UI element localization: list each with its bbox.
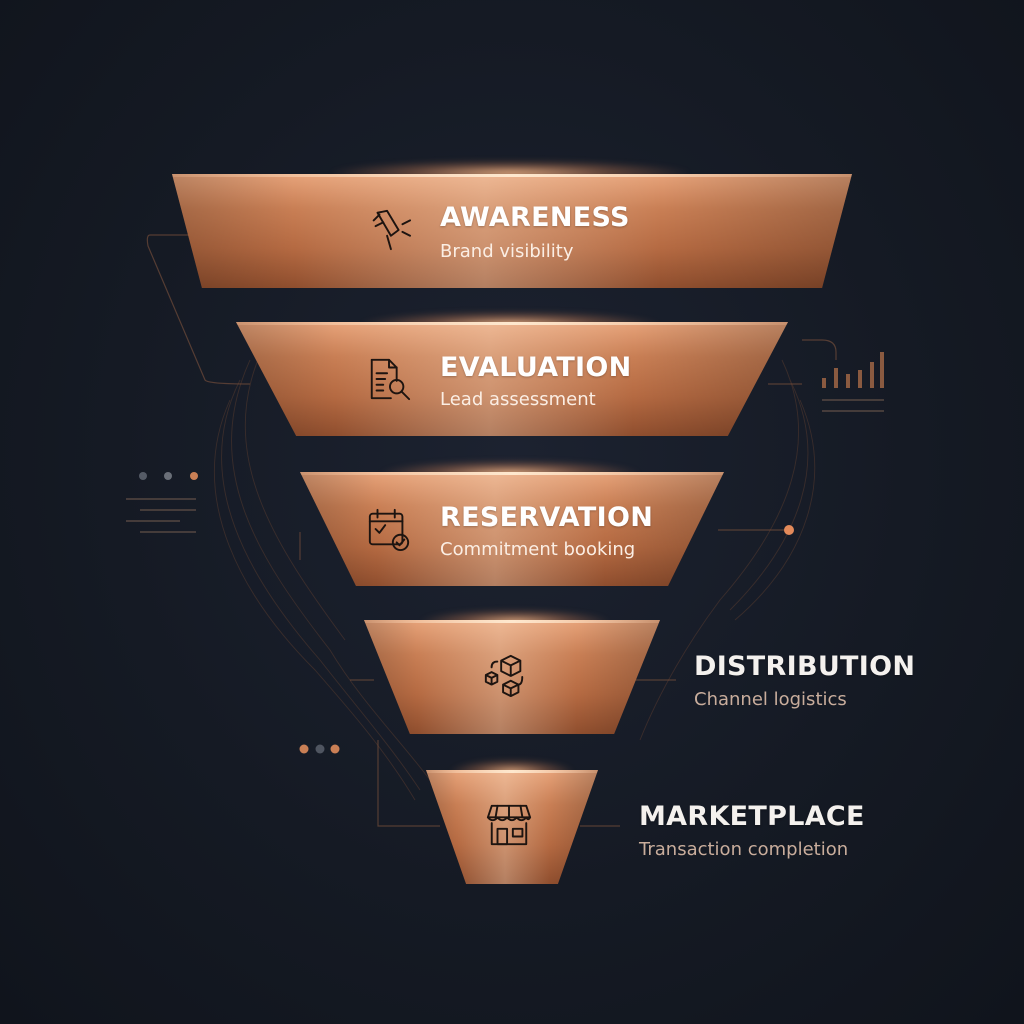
stage-subtitle-marketplace: Transaction completion: [639, 839, 849, 860]
stage-subtitle-awareness: Brand visibility: [440, 241, 574, 262]
stage-title-reservation: RESERVATION: [440, 502, 654, 533]
funnel-segment-distribution: [364, 620, 660, 734]
stage-subtitle-distribution: Channel logistics: [694, 689, 847, 710]
funnel-segment-awareness: [172, 174, 852, 288]
boxes-flow-icon: [482, 652, 528, 698]
stage-title-awareness: AWARENESS: [440, 202, 630, 233]
document-search-icon: [366, 356, 412, 402]
megaphone-icon: [366, 207, 412, 253]
stage-title-distribution: DISTRIBUTION: [694, 651, 916, 682]
stage-title-evaluation: EVALUATION: [440, 352, 632, 383]
calendar-check-icon: [366, 506, 412, 552]
stage-subtitle-evaluation: Lead assessment: [440, 389, 596, 410]
funnel-segment-evaluation: [236, 322, 788, 436]
storefront-icon: [486, 802, 532, 848]
stage-subtitle-reservation: Commitment booking: [440, 539, 636, 560]
stage-title-marketplace: MARKETPLACE: [639, 801, 865, 832]
